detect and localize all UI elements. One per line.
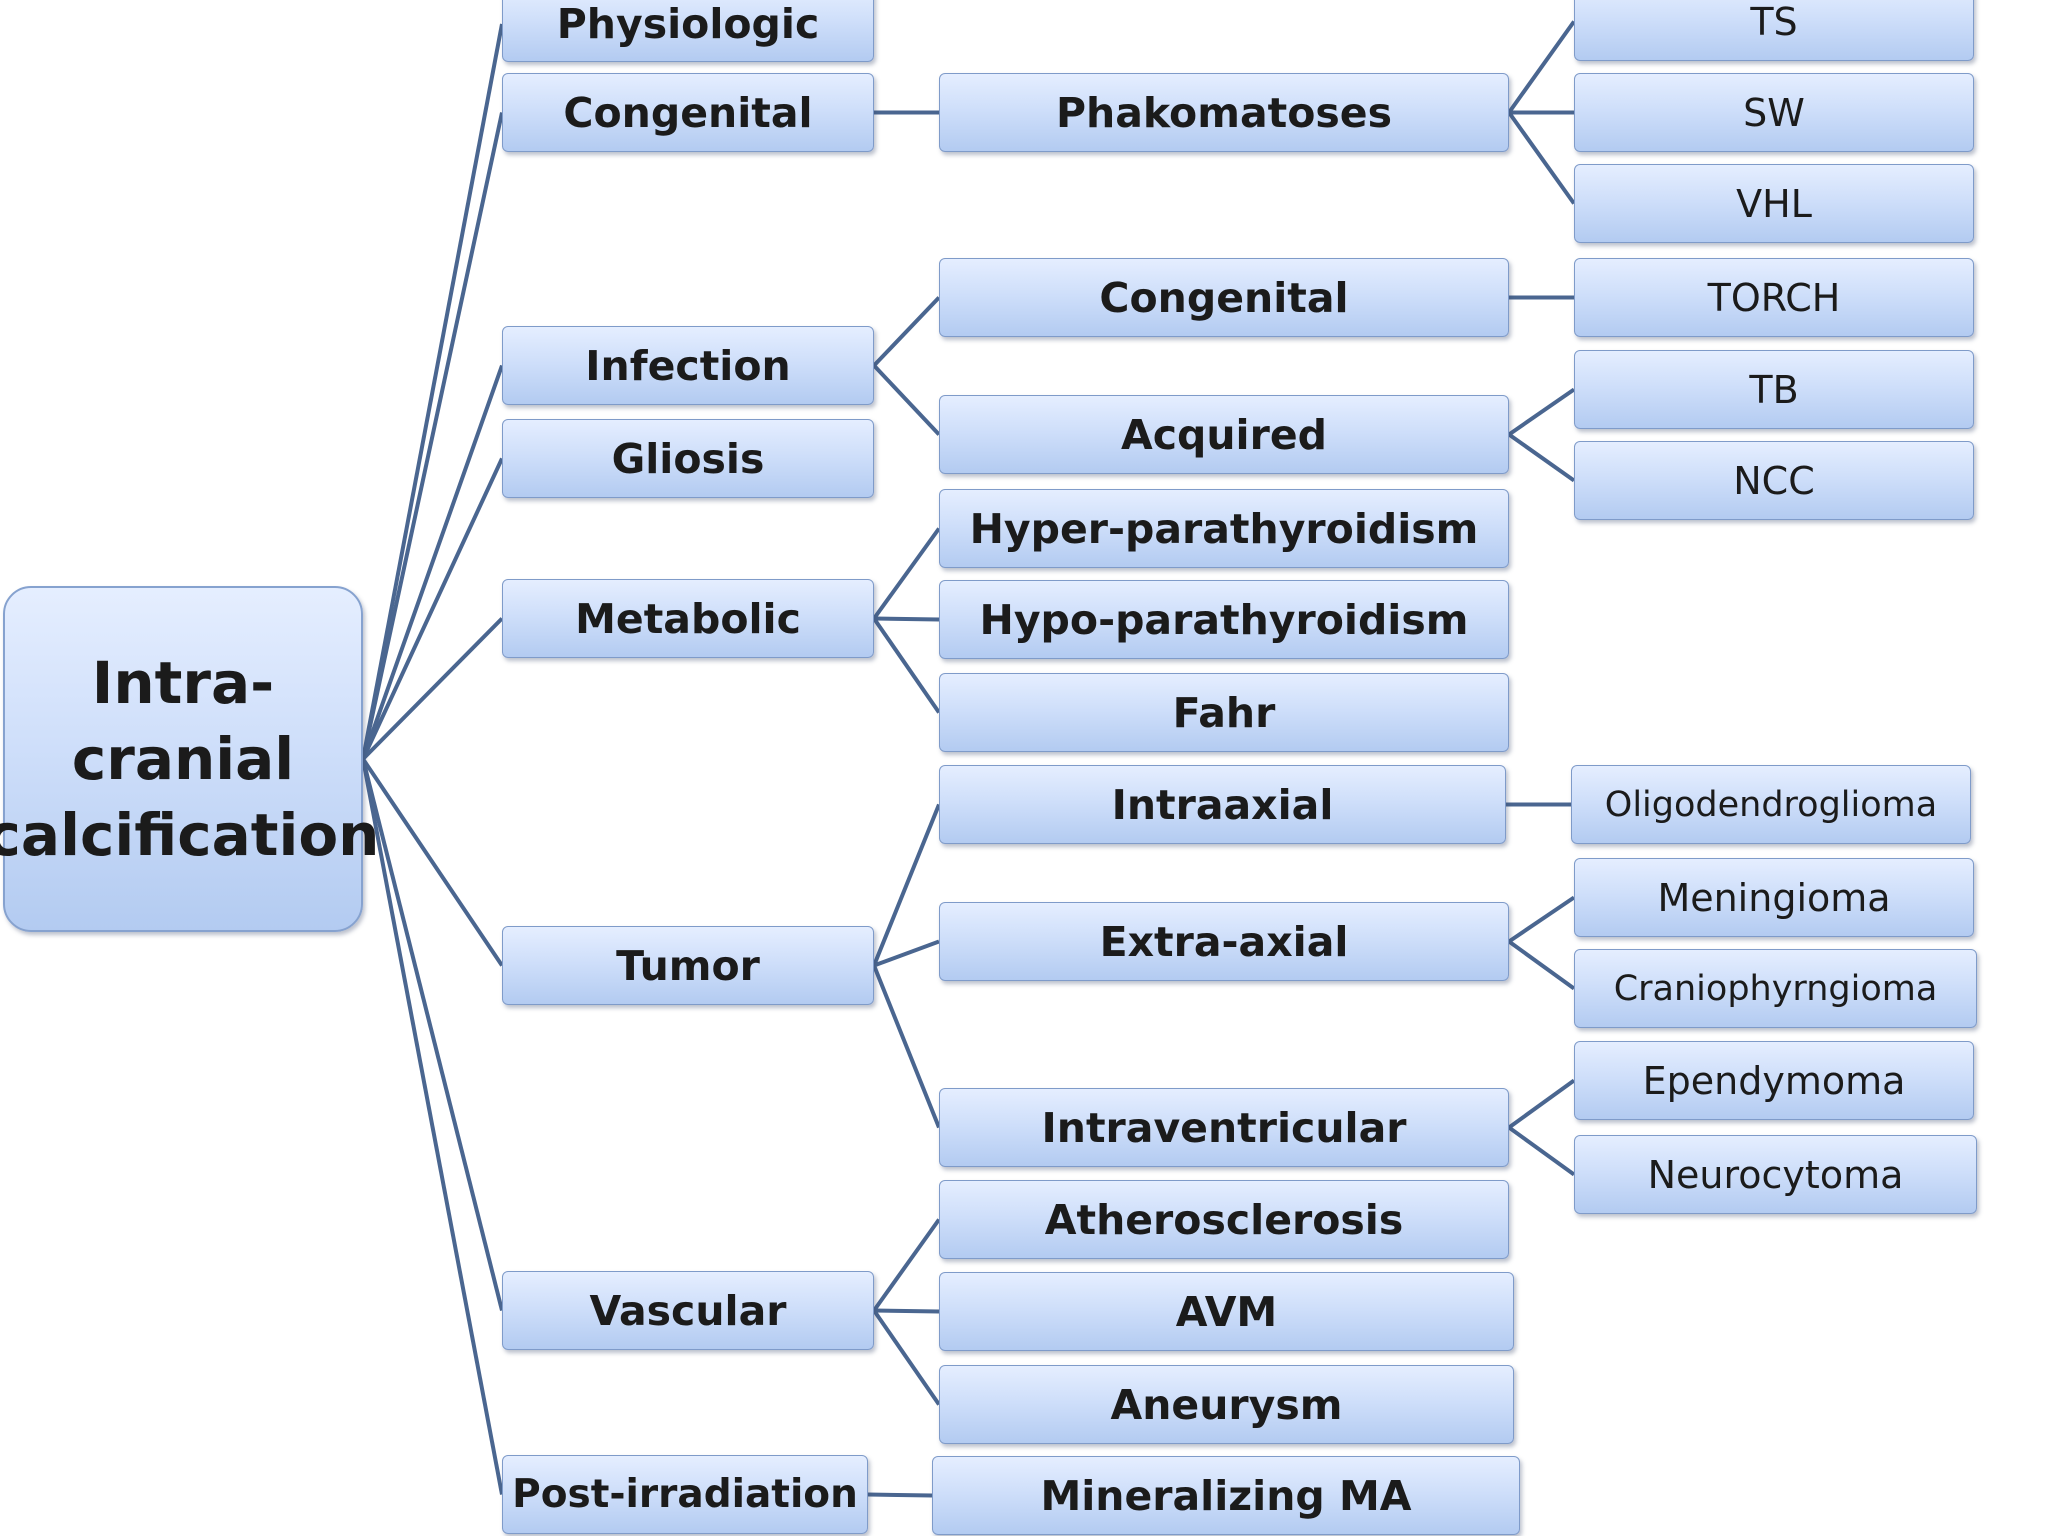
subtype-label: Hypo-parathyroidism [979,595,1469,644]
root-label-line-3: calcification [0,801,380,869]
connector-category-post-irradiation-to-subtype-mineralizing-ma [867,1492,933,1498]
example-label: Neurocytoma [1647,1152,1904,1197]
subtype-label: Acquired [1120,410,1327,459]
example-label: TS [1750,0,1798,44]
category-label: Congenital [563,88,813,137]
subtype-hypoparathyroidism: Hypo-parathyroidism [939,580,1509,659]
subtype-extra-axial: Extra-axial [939,902,1509,981]
category-metabolic: Metabolic [502,579,874,658]
example-label: NCC [1733,458,1815,503]
category-label: Gliosis [611,434,765,483]
connector-root-node-intracranial-calcification-to-category-infection [361,364,504,760]
category-gliosis: Gliosis [502,419,874,498]
connector-subtype-acquired-to-example-ncc [1507,432,1576,483]
category-physiologic: Physiologic [502,0,874,62]
connector-subtype-phakomatoses-to-example-ts [1507,20,1576,114]
subtype-label: AVM [1175,1287,1278,1336]
category-infection: Infection [502,326,874,405]
example-label: Oligodendroglioma [1604,784,1938,825]
subtype-fahr: Fahr [939,673,1509,752]
category-label: Physiologic [556,0,820,48]
connector-subtype-intraventricular-to-example-neurocytoma [1507,1125,1576,1177]
connector-category-tumor-to-subtype-intraventricular [872,964,941,1129]
subtype-intraventricular: Intraventricular [939,1088,1509,1167]
connector-subtype-extra-axial-to-example-craniophyrngioma [1507,939,1576,991]
connector-root-node-intracranial-calcification-to-category-physiologic [361,23,504,760]
connector-category-infection-to-subtype-congenital-infection [872,296,941,367]
subtype-label: Mineralizing MA [1040,1471,1412,1520]
example-label: Ependymoma [1642,1058,1906,1103]
example-ts: TS [1574,0,1974,61]
root-label-line-1: Intra- [91,649,275,717]
category-label: Vascular [589,1286,787,1335]
category-vascular: Vascular [502,1271,874,1350]
subtype-label: Extra-axial [1099,917,1349,966]
category-label: Infection [585,341,791,390]
connector-subtype-intraventricular-to-example-ependymoma [1507,1078,1576,1130]
subtype-intraaxial: Intraaxial [939,765,1506,844]
example-label: VHL [1736,181,1812,226]
example-label: Craniophyrngioma [1613,968,1938,1009]
example-neurocytoma: Neurocytoma [1574,1135,1977,1214]
example-label: Meningioma [1657,875,1891,920]
connector-root-node-intracranial-calcification-to-category-vascular [361,758,504,1311]
connector-category-tumor-to-subtype-extra-axial [873,939,940,968]
category-post-irradiation: Post-irradiation [502,1455,868,1534]
subtype-mineralizing-ma: Mineralizing MA [932,1456,1520,1535]
connector-root-node-intracranial-calcification-to-category-gliosis [361,457,504,760]
subtype-phakomatoses: Phakomatoses [939,73,1509,152]
example-craniophyrngioma: Craniophyrngioma [1574,949,1977,1028]
connector-category-metabolic-to-subtype-fahr [872,617,941,714]
example-meningioma: Meningioma [1574,858,1974,937]
connector-category-metabolic-to-subtype-hyperparathyroidism [872,527,941,620]
connector-root-node-intracranial-calcification-to-category-tumor [361,757,504,967]
example-tb: TB [1574,350,1974,429]
example-oligodendroglioma: Oligodendroglioma [1571,765,1971,844]
subtype-aneurysm: Aneurysm [939,1365,1514,1444]
example-label: SW [1743,90,1805,135]
subtype-label: Aneurysm [1110,1380,1343,1429]
subtype-label: Hyper-parathyroidism [969,504,1479,553]
connector-category-vascular-to-subtype-aneurysm [872,1309,941,1406]
example-ncc: NCC [1574,441,1974,520]
connector-category-vascular-to-subtype-avm [873,1308,940,1314]
example-torch: TORCH [1574,258,1974,337]
root-node-intracranial-calcification: Intra- cranial calcification [0,586,379,932]
category-tumor: Tumor [502,926,874,1005]
connector-category-metabolic-to-subtype-hypoparathyroidism [873,616,940,622]
subtype-label: Congenital [1099,273,1349,322]
connector-category-infection-to-subtype-acquired [872,364,941,436]
category-congenital: Congenital [502,73,874,152]
subtype-label: Intraventricular [1041,1103,1407,1152]
subtype-atherosclerosis: Atherosclerosis [939,1180,1509,1259]
category-label: Post-irradiation [512,1472,858,1517]
connector-subtype-extra-axial-to-example-meningioma [1507,895,1576,944]
subtype-label: Phakomatoses [1055,88,1392,137]
category-label: Tumor [616,941,760,990]
subtype-label: Atherosclerosis [1044,1195,1404,1244]
subtype-acquired: Acquired [939,395,1509,474]
subtype-avm: AVM [939,1272,1514,1351]
connector-category-vascular-to-subtype-atherosclerosis [872,1218,941,1312]
connector-root-node-intracranial-calcification-to-category-metabolic [361,617,504,761]
connector-category-tumor-to-subtype-intraaxial [872,803,941,967]
subtype-label: Fahr [1172,688,1276,737]
connector-subtype-phakomatoses-to-example-vhl [1507,111,1576,205]
subtype-label: Intraaxial [1111,780,1334,829]
category-label: Metabolic [575,594,801,643]
connector-subtype-acquired-to-example-tb [1507,387,1576,437]
subtype-congenital-infection: Congenital [939,258,1509,337]
example-ependymoma: Ependymoma [1574,1041,1974,1120]
example-label: TB [1749,367,1799,412]
subtype-hyperparathyroidism: Hyper-parathyroidism [939,489,1509,568]
example-sw: SW [1574,73,1974,152]
root-label-line-2: cranial [71,725,295,793]
example-label: TORCH [1707,275,1841,320]
connector-root-node-intracranial-calcification-to-category-post-irradiation [361,758,504,1495]
example-vhl: VHL [1574,164,1974,243]
connector-root-node-intracranial-calcification-to-category-congenital [361,112,504,760]
